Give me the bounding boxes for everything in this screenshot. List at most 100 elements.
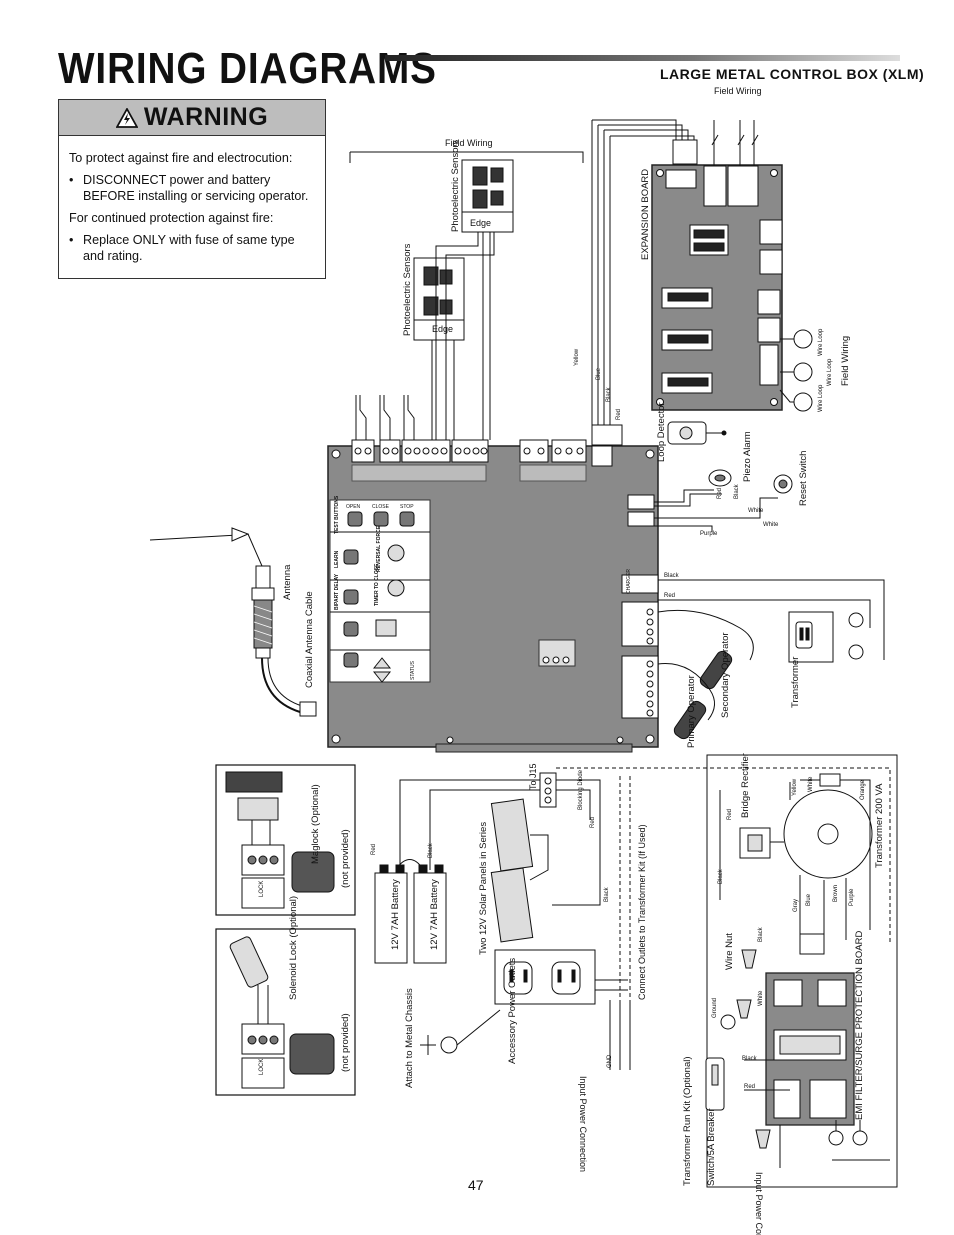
wire-color-label: Black	[428, 842, 434, 858]
primary-operator-label: Primary Operator	[686, 675, 697, 748]
wire-loop-label: Wire Loop	[827, 358, 833, 386]
wire-color-label: Blue	[806, 893, 812, 906]
wire-color-label: Black	[664, 573, 680, 579]
gnd-label: GND	[607, 1054, 613, 1068]
board-label: CHARGER	[626, 569, 632, 594]
main-board-terminal-blocks	[351, 439, 613, 482]
warning-bullet-text: DISCONNECT power and battery BEFORE inst…	[83, 173, 309, 203]
solenoid-lock-label: Solenoid Lock (Optional)	[288, 896, 299, 1000]
edge-label-b: Edge	[432, 324, 453, 334]
close-button[interactable]	[373, 511, 389, 527]
wire-color-label: Black	[734, 483, 740, 499]
warning-intro: To protect against fire and electrocutio…	[69, 151, 293, 165]
wire-color-label: Yellow	[574, 348, 580, 366]
warning-continued: For continued protection against fire:	[69, 211, 274, 225]
blocking-diode-label: Blocking Diode	[578, 769, 584, 810]
battery-right-label: 12V 7AH Battery	[429, 879, 440, 950]
warning-heading: WARNING	[143, 103, 269, 131]
board-label: TEST BUTTONS	[334, 495, 340, 534]
wire-color-label: Black	[604, 886, 610, 902]
board-label: STOP	[400, 504, 414, 510]
board-label: LEARN	[334, 550, 340, 568]
wire-color-label: Red	[590, 817, 596, 828]
field-wiring-top: Field Wiring	[714, 86, 762, 96]
reset-switch-label: Reset Switch	[798, 451, 809, 506]
open-button[interactable]	[347, 511, 363, 527]
board-label: OPEN	[346, 504, 361, 510]
wire-color-label: Brown	[833, 885, 839, 902]
wire-color-label: Red	[727, 809, 733, 820]
primary-operator-plug	[673, 700, 707, 740]
antenna-label: Antenna	[282, 564, 293, 600]
battery-left-label: 12V 7AH Battery	[390, 879, 401, 950]
maglock-label: Maglock (Optional)	[310, 784, 321, 864]
secondary-operator-label: Secondary Operator	[720, 632, 731, 718]
warning-bullet: •Replace ONLY with fuse of same type and…	[69, 232, 313, 264]
field-wiring-right: Field Wiring	[840, 336, 851, 386]
wire-color-label: Black	[758, 926, 764, 942]
input-power-label: Input Power Connection	[754, 1172, 764, 1235]
battery-right	[413, 872, 447, 964]
wire-color-label: Red	[616, 409, 622, 420]
stop-button[interactable]	[399, 511, 415, 527]
wire-nut-label: Wire Nut	[724, 933, 735, 970]
wire-color-label: Red	[744, 1084, 755, 1090]
title-rule	[385, 55, 900, 61]
learn-button[interactable]	[343, 549, 359, 565]
photo-sensors-label-a: Photoelectric Sensors	[450, 139, 461, 232]
wire-color-label: Gray	[793, 899, 799, 912]
warning-header: WARNING	[59, 100, 325, 136]
coaxial-cable-label: Coaxial Antenna Cable	[304, 591, 315, 688]
board-bracket	[435, 743, 633, 753]
warning-bullet: •DISCONNECT power and battery BEFORE ins…	[69, 172, 313, 204]
bipart-delay-button[interactable]	[343, 589, 359, 605]
transformer-label: Transformer	[790, 657, 801, 708]
wire-color-label: Purple	[700, 531, 718, 537]
wire-color-label: Orange	[860, 779, 866, 800]
antenna-base	[255, 565, 271, 589]
board-label: TIMER TO CLOSE	[374, 563, 380, 606]
field-wiring-mid: Field Wiring	[445, 138, 493, 148]
wire-color-label: Red	[717, 488, 723, 499]
reversal-force-dial[interactable]	[387, 544, 405, 562]
piezo-alarm-label: Piezo Alarm	[742, 431, 753, 482]
loop-detector-label: Loop Detector	[656, 402, 667, 462]
to-j15-label: To J15	[528, 763, 538, 790]
power-section	[706, 754, 898, 1188]
warning-box: WARNING To protect against fire and elec…	[58, 99, 326, 279]
input-power-label: Input Power Connection	[578, 1076, 588, 1172]
wire-color-label: White	[763, 522, 779, 528]
switch-breaker-label: Switch/5A Breaker	[706, 1108, 717, 1186]
photo-sensor-lower	[413, 257, 465, 341]
electric-hazard-icon	[115, 107, 138, 128]
page-number: 47	[468, 1177, 484, 1193]
wire-color-label: White	[808, 776, 814, 792]
solar-panel-upper	[490, 798, 534, 872]
warning-bullet-text: Replace ONLY with fuse of same type and …	[83, 233, 295, 263]
transformer-run-kit-label: Transformer Run Kit (Optional)	[682, 1056, 693, 1186]
battery-left	[374, 872, 408, 964]
lock-label: LOCK	[259, 881, 265, 897]
page-title: WIRING DIAGRAMS	[58, 44, 437, 93]
wire-color-label: Red	[664, 593, 675, 599]
wire-color-label: White	[748, 508, 764, 514]
expansion-board-label: EXPANSION BOARD	[640, 169, 651, 260]
wire-color-label: Black	[718, 868, 724, 884]
control-panel	[329, 499, 431, 683]
emi-board-label: EMI FILTER/SURGE PROTECTION BOARD	[854, 931, 865, 1120]
section-title: LARGE METAL CONTROL BOX (XLM)	[660, 66, 925, 82]
timer-to-close-dial[interactable]	[387, 579, 405, 597]
wire-color-label: White	[758, 990, 764, 1006]
board-label: BIPART DELAY	[334, 573, 340, 610]
right-side-connectors	[621, 494, 659, 719]
wire-nut-upper	[741, 949, 757, 969]
board-label: STATUS	[410, 660, 416, 680]
accessory-outlets-label: Accessory Power Outlets	[507, 958, 518, 1064]
edge-label-a: Edge	[470, 218, 491, 228]
lock-label: LOCK	[259, 1059, 265, 1075]
wire-loop-label: Wire Loop	[818, 384, 824, 412]
board-label: REVERSAL FORCE	[376, 525, 382, 572]
not-provided-label: (not provided)	[340, 829, 351, 888]
photo-sensor-upper	[461, 159, 514, 233]
